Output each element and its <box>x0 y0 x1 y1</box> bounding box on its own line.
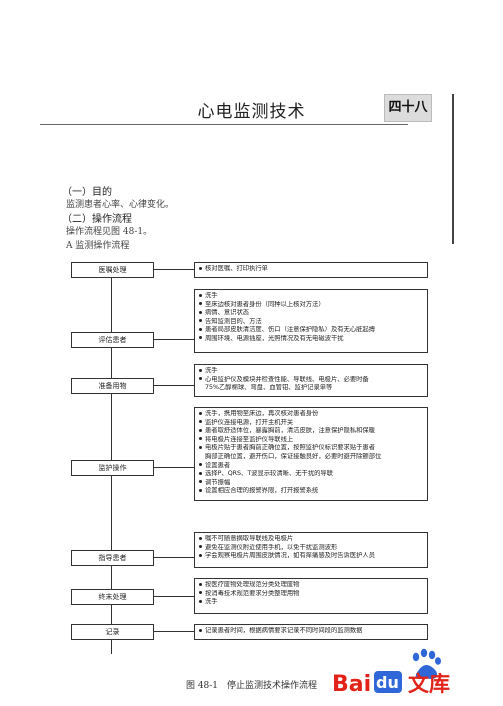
flow-subtitle: A 监测操作流程 <box>66 241 130 251</box>
bullet-icon <box>199 310 202 314</box>
step-record: 记录 <box>71 624 154 640</box>
chapter-badge: 四十八 <box>384 94 432 122</box>
step-guide-patient: 指导患者 <box>71 550 154 566</box>
list-item: 按消毒技术规范要求分类整理用物 <box>199 590 427 599</box>
list-item: 将电极片连接至监护仪导联线上 <box>199 436 427 445</box>
bullet-icon <box>199 628 202 632</box>
bullet-icon <box>199 266 202 270</box>
bullet-icon <box>199 302 202 306</box>
list-item: 按医疗废物处理规范分类处理废物 <box>199 581 427 590</box>
list-item: 核对医嘱、打印执行单 <box>199 265 427 274</box>
title-rule <box>40 124 408 125</box>
step-final-handling: 终末处理 <box>71 589 154 605</box>
svg-text:du: du <box>376 673 399 692</box>
baidu-wenku-logo-icon: Bai du 文库 <box>332 648 450 697</box>
step-assess-patient: 评估患者 <box>71 332 154 348</box>
list-item: 告知监测目的、方法 <box>199 318 427 327</box>
connector <box>154 596 194 597</box>
connector <box>154 339 194 340</box>
bullet-icon <box>199 368 202 372</box>
side-rule <box>452 94 454 244</box>
procedure-heading: （二）操作流程 <box>62 214 132 225</box>
connector <box>154 467 194 468</box>
list-item: 学会观察电极片周围皮肤情况，如有痒痛感及时告诉医护人员 <box>199 552 427 561</box>
list-item: 监护仪连接电源，打开主机开关 <box>199 419 427 428</box>
bullet-icon <box>199 319 202 323</box>
list-item: 避免在监测仪附近使用手机，以免干扰监测波形 <box>199 544 427 553</box>
procedure-reference: 操作流程见图 48-1。 <box>66 227 153 237</box>
bullet-icon <box>199 536 202 540</box>
bullet-icon <box>199 293 202 297</box>
step-prepare-supplies: 准备用物 <box>71 378 154 394</box>
list-item-continuation: 75%乙醇棉球、弯盘、血管钳、监护记录单等 <box>205 384 333 392</box>
connector <box>154 385 194 386</box>
step-monitoring-operation-details: 洗手，携用物至床边，再次核对患者身份 监护仪连接电源，打开主机开关 患者取舒适体… <box>194 407 428 501</box>
list-item: 病情、意识状态 <box>199 309 427 318</box>
bullet-icon <box>199 377 202 381</box>
list-item: 患者取舒适体位，暴露胸前，清洁皮肤，注意保护隐私和保暖 <box>199 427 427 436</box>
step-assess-patient-details: 洗手 至床边核对患者身份（同种以上核对方法） 病情、意识状态 告知监测目的、方法… <box>194 289 428 353</box>
list-item: 嘱不可随意摘取导联线及电极片 <box>199 535 427 544</box>
figure-caption: 图 48-1 停止监测技术操作流程 <box>185 681 318 691</box>
list-item: 洗手，携用物至床边，再次核对患者身份 <box>199 410 427 419</box>
bullet-icon <box>199 599 202 603</box>
list-item-continuation: 胸部正确位置，避开伤口，保证接触良好，必要时避开除颤部位 <box>205 452 382 460</box>
step-final-handling-details: 按医疗废物处理规范分类处理废物 按消毒技术规范要求分类整理用物 洗手 <box>194 578 428 614</box>
bullet-icon <box>199 445 202 449</box>
purpose-text: 监测患者心率、心律变化。 <box>66 200 175 210</box>
list-item: 调节振幅 <box>199 479 427 488</box>
step-order-processing: 医嘱处理 <box>71 262 154 278</box>
purpose-heading: （一）目的 <box>62 187 112 198</box>
connector <box>154 269 194 270</box>
list-item: 至床边核对患者身份（同种以上核对方法） <box>199 301 427 310</box>
list-item: 洗手 <box>199 292 427 301</box>
bullet-icon <box>199 336 202 340</box>
list-item: 周围环境、电源插座，光照情况及有无电磁波干扰 <box>199 335 427 344</box>
bullet-icon <box>199 488 202 492</box>
svg-text:Bai: Bai <box>332 672 371 697</box>
list-item: 设置相应合理的报警界限，打开报警系统 <box>199 487 427 496</box>
page-title: 心电监测技术 <box>197 102 306 122</box>
list-item: 选择P、QRS、T波显示较清晰、无干扰的导联 <box>199 470 427 479</box>
bullet-icon <box>199 411 202 415</box>
bullet-icon <box>199 480 202 484</box>
list-item: 心电监护仪及模块并检查性能、导联线、电极片、必要时备 <box>199 376 427 385</box>
bullet-icon <box>199 545 202 549</box>
step-prepare-supplies-details: 洗手 心电监护仪及模块并检查性能、导联线、电极片、必要时备 75%乙醇棉球、弯盘… <box>194 364 428 397</box>
bullet-icon <box>199 437 202 441</box>
step-order-processing-details: 核对医嘱、打印执行单 <box>194 262 428 278</box>
connector <box>154 631 194 632</box>
bullet-icon <box>199 420 202 424</box>
bullet-icon <box>199 327 202 331</box>
bullet-icon <box>199 553 202 557</box>
list-item: 患者局部皮肤清洁度、伤口（注意保护隐私）及有无心脏起搏 <box>199 326 427 335</box>
list-item: 洗手 <box>199 367 427 376</box>
svg-text:文库: 文库 <box>408 672 450 696</box>
bullet-icon <box>199 591 202 595</box>
step-guide-patient-details: 嘱不可随意摘取导联线及电极片 避免在监测仪附近使用手机，以免干扰监测波形 学会观… <box>194 532 428 568</box>
bullet-icon <box>199 582 202 586</box>
list-item: 设置患者 <box>199 462 427 471</box>
step-monitoring-operation: 监护操作 <box>71 460 154 476</box>
bullet-icon <box>199 471 202 475</box>
list-item: 记录患者时间，根据病情要求记录不同时间段的监测数据 <box>199 627 427 636</box>
bullet-icon <box>199 463 202 467</box>
connector <box>154 557 194 558</box>
list-item: 电极片贴于患者胸前正确位置，按照监护仪标识要求贴于患者 <box>199 444 427 453</box>
list-item: 洗手 <box>199 598 427 607</box>
step-record-details: 记录患者时间，根据病情要求记录不同时间段的监测数据 <box>194 624 428 640</box>
bullet-icon <box>199 428 202 432</box>
